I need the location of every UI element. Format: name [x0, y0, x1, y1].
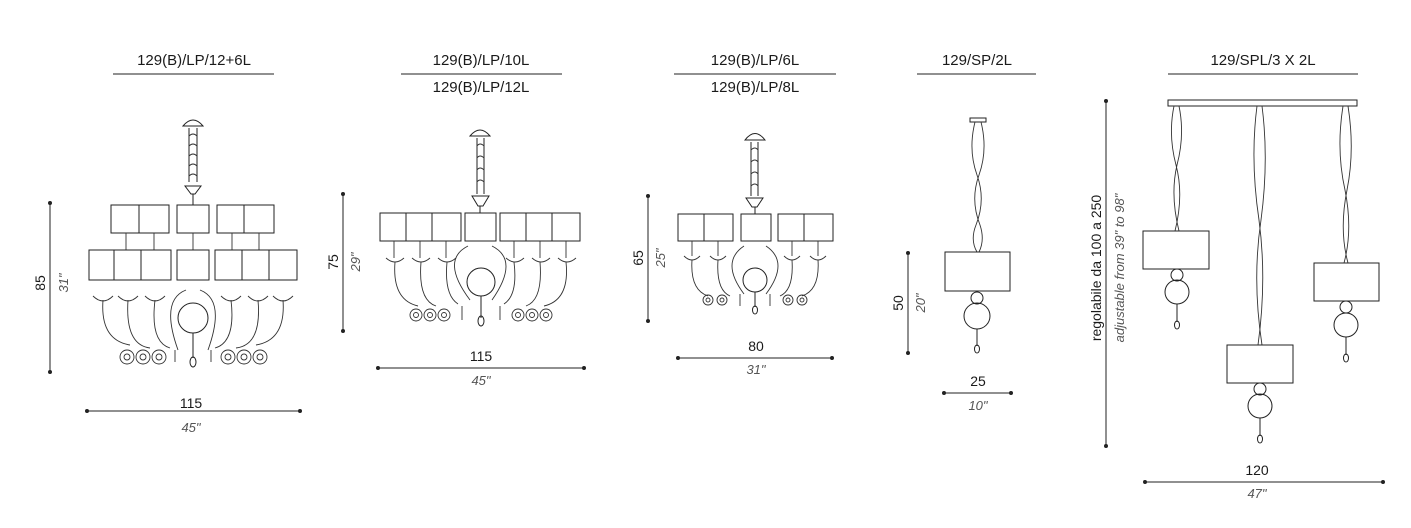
height-adjustable-it: regolabile da 100 a 250 [1088, 195, 1104, 342]
model-title-alt: 129(B)/LP/8L [711, 79, 799, 96]
model-title: 129(B)/LP/10L [433, 52, 530, 69]
model-title: 129(B)/LP/12+6L [137, 52, 251, 69]
chandelier-drawing [677, 133, 834, 315]
model-title-alt: 129(B)/LP/12L [433, 79, 530, 96]
width-inch: 47" [1247, 486, 1267, 501]
height-inch: 31" [56, 272, 71, 292]
height-inch: 20" [913, 292, 928, 313]
product-129-spl-3x2l: 129/SPL/3 X 2L regolabile da 100 a 250 a… [1088, 52, 1385, 501]
height-inch: 25" [653, 247, 668, 268]
height-inch: 29" [348, 251, 363, 272]
width-inch: 10" [968, 398, 988, 413]
height-cm: 65 [630, 250, 646, 266]
product-129b-lp-6l-8l: 129(B)/LP/6L 129(B)/LP/8L 65 25" 80 31" [630, 52, 836, 377]
product-129b-lp-12-6l: 129(B)/LP/12+6L 85 31" 115 45" [32, 52, 302, 435]
height-cm: 50 [890, 295, 906, 311]
multi-pendant-drawing [1142, 99, 1380, 444]
width-cm: 25 [970, 373, 986, 389]
model-title: 129(B)/LP/6L [711, 52, 799, 69]
width-cm: 115 [180, 395, 203, 411]
height-cm: 85 [32, 275, 48, 291]
chandelier-drawing [88, 119, 298, 368]
width-cm: 120 [1245, 462, 1269, 478]
height-cm: 75 [325, 254, 341, 270]
product-129b-lp-10l-12l: 129(B)/LP/10L 129(B)/LP/12L 75 29" 115 4… [325, 52, 586, 388]
width-cm: 80 [748, 338, 764, 354]
height-adjustable-en: adjustable from 39" to 98" [1112, 192, 1127, 342]
chandelier-drawing [379, 129, 581, 327]
width-cm: 115 [470, 348, 493, 364]
pendant-drawing [944, 117, 1011, 354]
model-title: 129/SP/2L [942, 52, 1012, 69]
product-129-sp-2l: 129/SP/2L 50 20" 25 10" [890, 52, 1036, 413]
width-inch: 45" [471, 373, 491, 388]
width-inch: 31" [746, 362, 766, 377]
width-inch: 45" [181, 420, 201, 435]
model-title: 129/SPL/3 X 2L [1210, 52, 1315, 69]
